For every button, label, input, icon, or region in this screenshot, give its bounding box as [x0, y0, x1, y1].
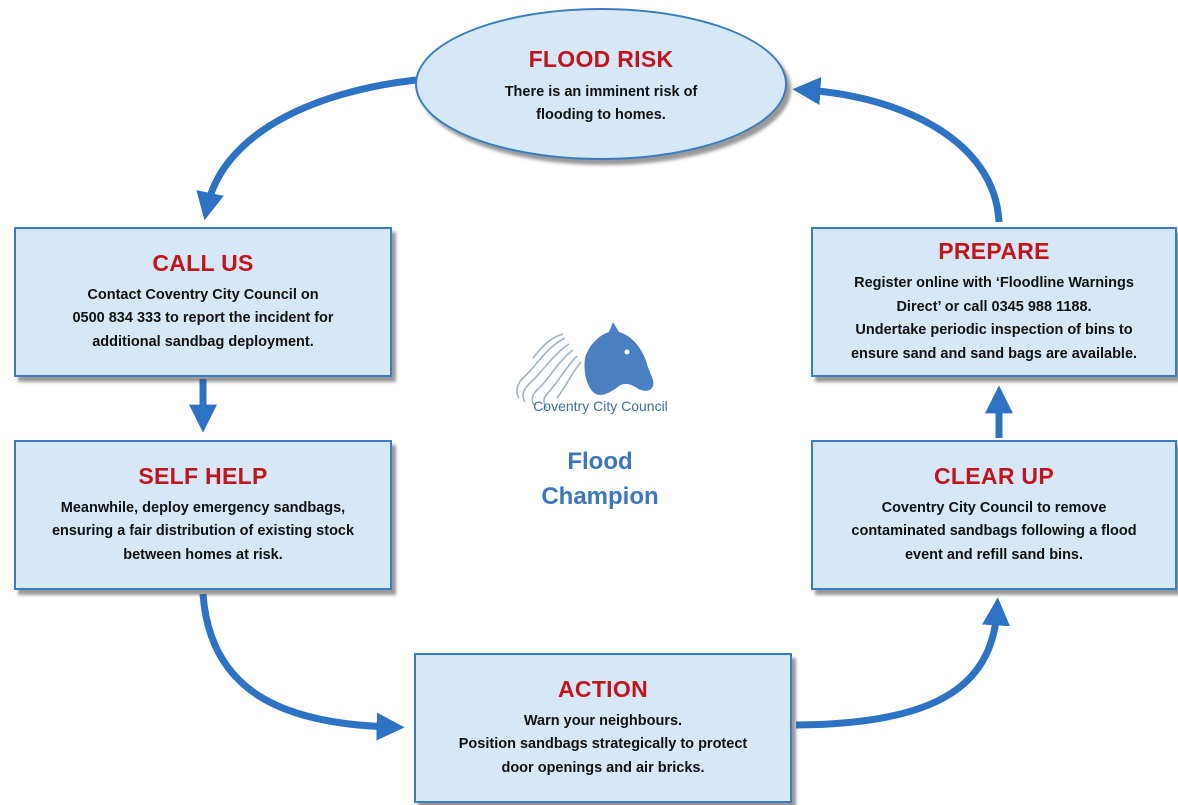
self-help-body: Meanwhile, deploy emergency sandbags, en… — [51, 499, 355, 563]
call-us-title: CALL US — [152, 249, 254, 276]
horse-head-logo-icon — [516, 322, 654, 409]
action-box: ACTION Warn your neighbours. Position sa… — [414, 653, 792, 803]
clear-up-body: Coventry City Council to remove contamin… — [851, 499, 1137, 563]
prepare-body: Register online with ‘Floodline Warnings… — [850, 275, 1138, 362]
council-logo-text: Coventry City Council — [533, 398, 668, 414]
action-title: ACTION — [558, 675, 648, 702]
arrow-prepare-to-flood-risk — [792, 77, 1003, 223]
clear-up-title: CLEAR UP — [934, 462, 1054, 489]
clear-up-box: CLEAR UP Coventry City Council to remove… — [811, 440, 1177, 590]
flood-risk-title: FLOOD RISK — [528, 46, 674, 73]
prepare-title: PREPARE — [938, 237, 1050, 264]
call-us-body: Contact Coventry City Council on 0500 83… — [72, 286, 334, 350]
action-body: Warn your neighbours. Position sandbags … — [458, 712, 748, 776]
arrow-self-help-to-action — [199, 593, 405, 741]
flood-risk-body: There is an imminent risk of flooding to… — [504, 83, 698, 124]
arrow-action-to-clear-up — [795, 597, 1010, 729]
self-help-box: SELF HELP Meanwhile, deploy emergency sa… — [14, 440, 392, 590]
prepare-box: PREPARE Register online with ‘Floodline … — [811, 227, 1177, 377]
call-us-box: CALL US Contact Coventry City Council on… — [14, 227, 392, 377]
flood-risk-ellipse: FLOOD RISK There is an imminent risk of … — [415, 8, 787, 160]
flood-champion-title: Flood Champion — [541, 448, 659, 510]
self-help-title: SELF HELP — [138, 462, 268, 489]
arrow-flood-risk-to-call-us — [196, 76, 417, 221]
